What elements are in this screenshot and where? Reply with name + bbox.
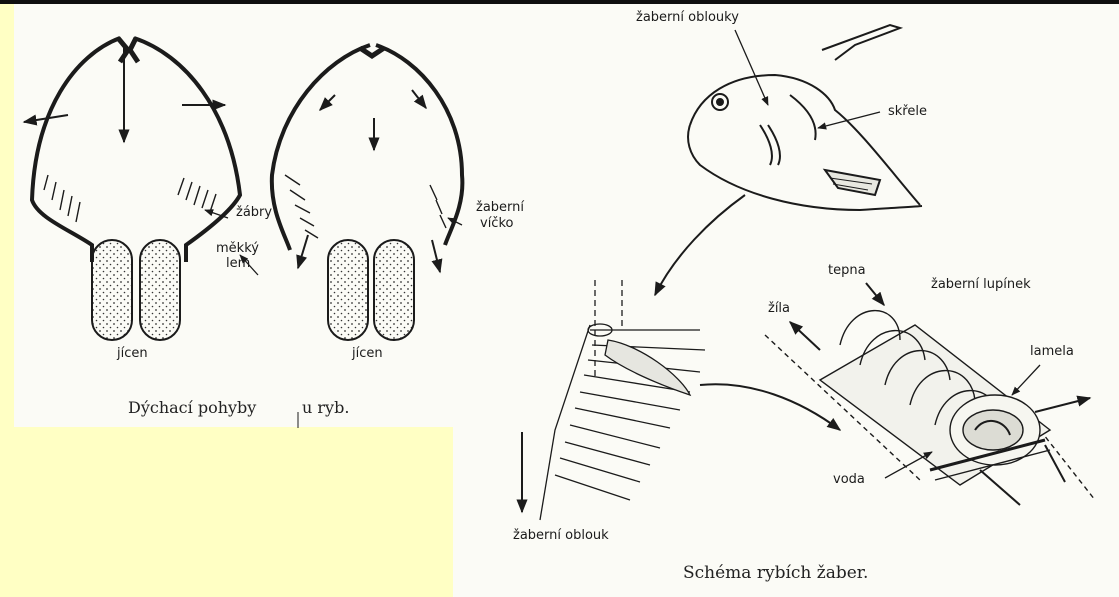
outflow-arrow-left <box>298 235 308 268</box>
label-gill-filament: žaberní lupínek <box>931 277 1031 292</box>
flow-arrow-arch-to-filament <box>700 384 840 430</box>
label-artery: tepna <box>828 263 866 278</box>
label-soft-rim-1: měkký <box>216 241 259 256</box>
right-head-outline <box>272 45 463 250</box>
label-gill-arch: žaberní oblouk <box>513 528 609 543</box>
artery-arrow <box>866 283 884 305</box>
gill-strokes-right <box>285 175 446 238</box>
closing-arrow-right <box>412 90 426 108</box>
esophagus-left-a <box>92 240 132 340</box>
label-esophagus-left: jícen <box>117 346 148 361</box>
label-gill-arches: žaberní oblouky <box>636 10 739 25</box>
label-lamella: lamela <box>1030 344 1074 359</box>
esophagus-right-a <box>328 240 368 340</box>
caption-breathing-2: u ryb. <box>302 398 349 417</box>
water-outflow-arrow <box>1035 398 1090 412</box>
label-vein: žíla <box>768 301 790 316</box>
water-pointer <box>885 452 932 478</box>
caption-breathing-1: Dýchací pohyby <box>128 398 256 417</box>
label-gills: žábry <box>236 205 272 220</box>
label-soft-rim-2: lem <box>226 256 250 271</box>
closing-arrow-left <box>320 95 335 110</box>
gill-strokes-left <box>44 175 216 222</box>
label-gill-cover-1: žaberní <box>476 200 524 215</box>
gill-arch <box>540 280 705 520</box>
label-gill-cover: skřele <box>888 104 927 119</box>
label-gill-cover-2: víčko <box>480 216 513 231</box>
vein-arrow <box>790 322 820 350</box>
label-esophagus-right: jícen <box>352 346 383 361</box>
outflow-arrow-right <box>432 240 440 272</box>
esophagus-left-b <box>140 240 180 340</box>
gill-arches-pointer <box>735 30 768 105</box>
flow-arrow-fish-to-arch <box>655 195 745 295</box>
label-water: voda <box>833 472 865 487</box>
caption-gill-schema: Schéma rybích žaber. <box>683 563 868 583</box>
fish-outline <box>688 25 922 210</box>
left-head-outline <box>32 38 240 262</box>
lamella-pointer <box>1012 365 1040 395</box>
esophagus-right-b <box>374 240 414 340</box>
gill-cover-pointer-fish <box>818 112 880 128</box>
gill-filament <box>765 311 1095 505</box>
